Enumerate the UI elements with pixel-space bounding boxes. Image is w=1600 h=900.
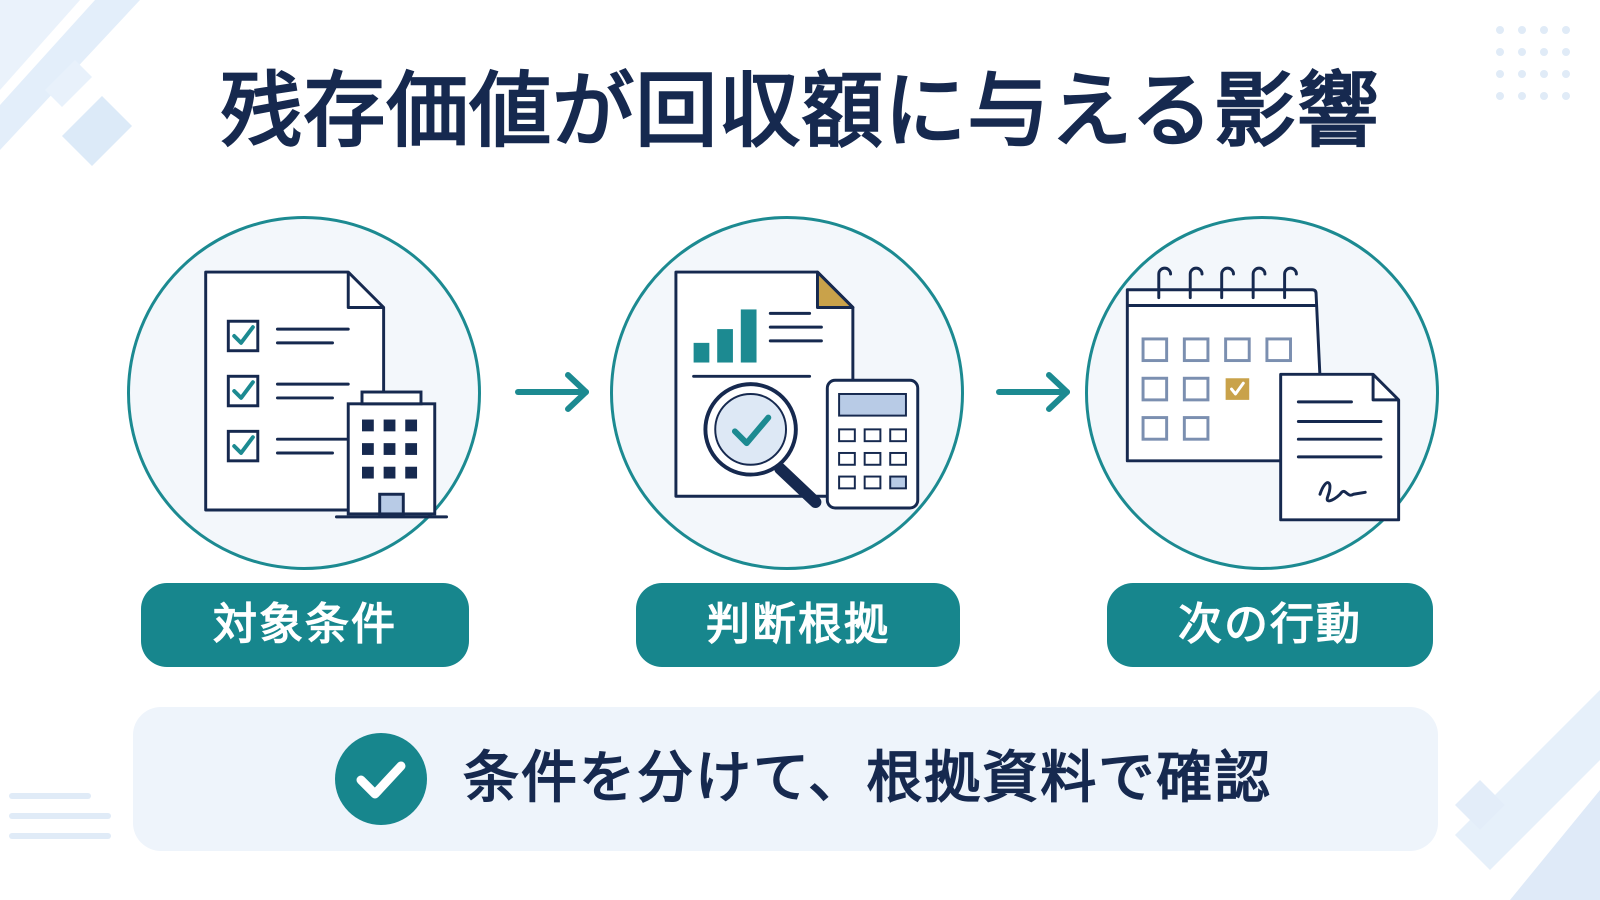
label-target-conditions: 対象条件 xyxy=(141,583,469,667)
report-magnifier-calculator-icon xyxy=(674,270,920,510)
checklist-document-with-building-icon xyxy=(204,270,449,519)
step-circle-next-action xyxy=(1085,216,1439,570)
arrow-right-icon xyxy=(515,372,589,412)
calendar-with-signed-document-icon xyxy=(1125,266,1401,522)
step-circle-judgment-basis xyxy=(610,216,964,570)
label-next-action: 次の行動 xyxy=(1107,583,1433,667)
decorative-dot-grid xyxy=(1496,26,1570,100)
step-circle-target-conditions xyxy=(127,216,481,570)
summary-text: 条件を分けて、根拠資料で確認 xyxy=(463,746,1273,811)
arrow-right-icon xyxy=(996,372,1070,412)
summary-banner: 条件を分けて、根拠資料で確認 xyxy=(133,707,1438,851)
decorative-shapes-top-left xyxy=(0,0,140,166)
decorative-shapes-bottom-right xyxy=(1455,690,1600,900)
check-circle-icon xyxy=(335,733,427,825)
page-title: 残存価値が回収額に与える影響 xyxy=(220,64,1380,159)
decorative-lines xyxy=(9,793,111,839)
label-judgment-basis: 判断根拠 xyxy=(636,583,960,667)
